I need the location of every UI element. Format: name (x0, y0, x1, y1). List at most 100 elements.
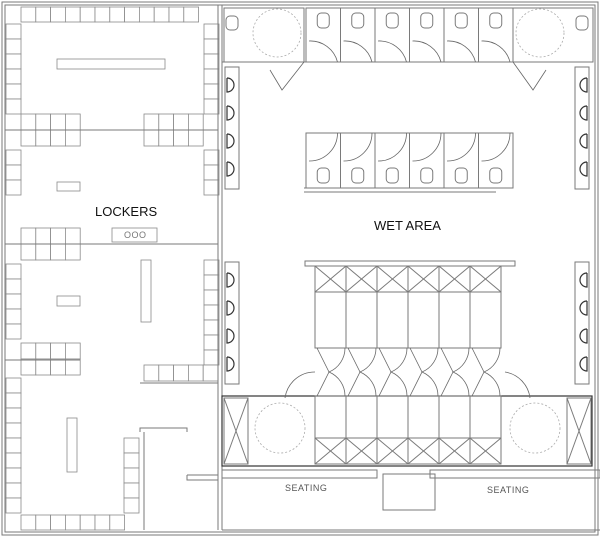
locker (65, 129, 81, 147)
locker (65, 113, 81, 131)
bench (56, 181, 81, 192)
locker (20, 227, 37, 245)
locker (20, 6, 37, 23)
basin-icon (226, 77, 235, 93)
locker (65, 514, 81, 531)
locker (5, 392, 22, 409)
locker (35, 342, 51, 360)
toilet-icon (385, 167, 399, 184)
locker (35, 514, 51, 531)
basin-icon (226, 105, 235, 121)
bench (140, 259, 152, 323)
locker (65, 6, 81, 23)
basin-counter (224, 66, 240, 190)
toilet-icon (225, 15, 239, 31)
locker (35, 358, 51, 376)
locker (187, 129, 204, 147)
locker (203, 259, 220, 276)
basin-icon (226, 161, 235, 177)
locker (50, 129, 66, 147)
locker (158, 113, 175, 131)
basin-counter (224, 261, 240, 385)
toilet-stall (374, 132, 410, 189)
seating-label-left: SEATING (285, 483, 328, 493)
locker (203, 274, 220, 291)
locker (138, 6, 155, 23)
lower-shower-block (221, 395, 593, 467)
seating-label-right: SEATING (487, 485, 530, 495)
basin-icon (579, 105, 588, 121)
accessible-wc-left (223, 7, 305, 63)
locker (5, 407, 22, 424)
locker (203, 98, 220, 115)
locker (5, 323, 22, 340)
locker (50, 358, 66, 376)
locker (5, 149, 22, 166)
locker (203, 149, 220, 166)
toilet-icon (420, 12, 434, 29)
toilet-icon (316, 12, 330, 29)
locker (35, 227, 51, 245)
locker (173, 129, 189, 147)
locker (5, 452, 22, 469)
locker (143, 129, 160, 147)
bench (66, 417, 78, 473)
locker (5, 437, 22, 454)
locker (203, 349, 220, 366)
basin-icon (226, 133, 235, 149)
toilet-icon (316, 167, 330, 184)
toilet-stall (340, 7, 376, 63)
locker (50, 227, 66, 245)
basin-icon (226, 356, 235, 372)
locker (143, 113, 160, 131)
locker (123, 452, 140, 469)
locker (203, 319, 220, 336)
lockers-zone (5, 6, 220, 531)
toilet-stall (478, 132, 514, 189)
locker (20, 514, 37, 531)
basin-counter (574, 261, 590, 385)
toilet-icon (454, 12, 468, 29)
seating-bench-right (429, 469, 600, 479)
locker (123, 467, 140, 484)
locker (5, 83, 22, 100)
locker (50, 6, 66, 23)
locker (20, 243, 37, 261)
locker (35, 243, 51, 261)
basin-icon (226, 272, 235, 288)
accessible-shower-left (223, 397, 249, 465)
toilet-stall (409, 7, 445, 63)
locker (183, 6, 200, 23)
locker (79, 514, 96, 531)
toilet-icon (489, 167, 503, 184)
basin-icon (579, 77, 588, 93)
locker (203, 289, 220, 306)
toilet-stall (443, 132, 479, 189)
locker (203, 53, 220, 70)
locker (20, 113, 37, 131)
locker (203, 38, 220, 55)
toilet-stall (305, 7, 341, 63)
room-label-lockers: LOCKERS (95, 204, 158, 219)
locker (35, 129, 51, 147)
locker (123, 437, 140, 454)
locker (5, 179, 22, 196)
locker (65, 342, 81, 360)
toilet-stall (374, 7, 410, 63)
locker (143, 364, 160, 382)
locker (35, 6, 51, 23)
locker (123, 482, 140, 499)
locker (173, 364, 189, 382)
locker (20, 358, 37, 376)
locker (5, 422, 22, 439)
toilet-stall (409, 132, 445, 189)
locker (35, 113, 51, 131)
locker (5, 68, 22, 85)
locker (50, 342, 66, 360)
locker (158, 364, 175, 382)
bench-tag: OOO (124, 230, 147, 240)
entry-mat (382, 473, 436, 511)
toilet-stall (443, 7, 479, 63)
locker (79, 6, 96, 23)
